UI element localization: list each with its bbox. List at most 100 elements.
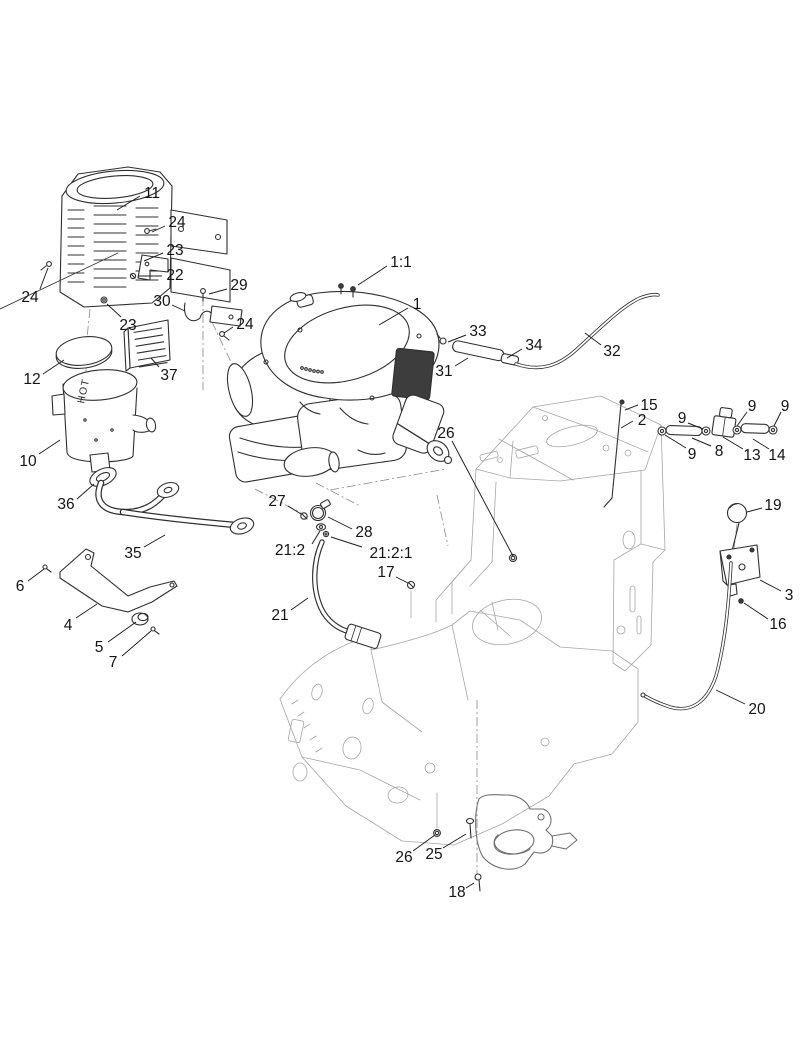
callout-leader-32: [584, 332, 602, 346]
callout-leader-1:1: [357, 265, 388, 286]
callout-label-2: 2: [638, 412, 647, 429]
exhaust-gasket-drawing: [89, 467, 117, 487]
callout-label-14: 14: [768, 447, 786, 464]
callout-leader-30: [171, 304, 186, 312]
muffler-drawing: HOT: [51, 369, 157, 473]
callout-label-24: 24: [168, 214, 186, 231]
callout-leader-26: [412, 834, 436, 852]
fuel-hose-drawing: [300, 499, 416, 649]
guard-bracket-drawing: [100, 254, 169, 304]
heat-shield-drawing: [123, 319, 171, 372]
callout-leader-17: [395, 576, 409, 584]
callout-leader-1: [378, 307, 409, 326]
callout-leader-14: [752, 438, 770, 450]
callout-label-1:1: 1:1: [390, 254, 412, 271]
callout-label-37: 37: [160, 367, 177, 384]
throttle-cable-drawing: [640, 561, 733, 711]
callout-leader-25: [442, 833, 467, 849]
control-rod-drawing: [603, 399, 625, 508]
callout-label-35: 35: [124, 545, 141, 562]
callout-leader-18: [465, 882, 475, 889]
callout-leader-29: [208, 288, 228, 295]
callout-label-13: 13: [743, 447, 760, 464]
callout-label-27: 27: [268, 493, 285, 510]
callout-label-19: 19: [764, 497, 781, 514]
callout-leader-5: [107, 621, 137, 643]
callout-label-23: 23: [119, 317, 136, 334]
callout-leader-28: [327, 516, 353, 530]
callout-label-26: 26: [395, 849, 412, 866]
callout-label-29: 29: [230, 277, 247, 294]
callout-label-12: 12: [23, 371, 40, 388]
callout-label-28: 28: [355, 524, 372, 541]
callout-leader-24: [223, 326, 234, 334]
callout-label-30: 30: [153, 293, 171, 310]
callout-leader-12: [42, 359, 65, 375]
callout-leader-9: [773, 411, 782, 427]
callout-leader-36: [76, 483, 95, 500]
callout-label-31: 31: [435, 363, 452, 380]
callout-label-17: 17: [377, 564, 394, 581]
muffler-bracket-drawing: [42, 548, 178, 635]
grille-screws-icon: [338, 283, 356, 298]
callout-leader-20: [715, 689, 746, 705]
callout-label-5: 5: [95, 639, 104, 656]
callout-label-33: 33: [469, 323, 486, 340]
fuel-line-drawing: [657, 407, 778, 438]
callout-leader-27: [287, 505, 302, 515]
choke-knob-drawing: [726, 502, 748, 524]
callout-leader-10: [38, 439, 61, 455]
callout-label-9: 9: [688, 446, 697, 463]
callout-leader-3: [759, 579, 782, 592]
callout-label-26: 26: [437, 425, 454, 442]
callout-leader-9: [736, 411, 748, 427]
callout-leader-33: [447, 334, 467, 343]
choke-cable-drawing: [436, 292, 660, 370]
guard-screw-icon: [40, 228, 230, 341]
callout-label-16: 16: [769, 616, 786, 633]
muffler-guard-drawing: [0, 166, 231, 310]
callout-leader-9: [664, 434, 687, 449]
assembly-centerlines: [85, 297, 738, 876]
mount-hardware-drawing: [433, 553, 518, 892]
engine-drawing: [226, 290, 453, 483]
callout-leader-23: [106, 303, 122, 318]
callout-leader-24: [151, 225, 166, 233]
callout-leader-21:2: [311, 530, 321, 545]
callout-leader-23: [143, 252, 164, 262]
callout-leader-34: [506, 348, 523, 359]
inlet-screen-drawing: [55, 336, 113, 369]
callout-leader-19: [746, 507, 763, 513]
callout-label-24: 24: [236, 316, 254, 333]
callout-leader-31: [454, 357, 469, 367]
callout-label-8: 8: [715, 443, 724, 460]
callout-label-4: 4: [64, 617, 73, 634]
callout-label-22: 22: [166, 267, 183, 284]
callout-label-6: 6: [16, 578, 25, 595]
callout-label-10: 10: [19, 453, 37, 470]
callout-leader-21: [290, 597, 309, 611]
callout-label-9: 9: [748, 398, 757, 415]
callout-leader-8: [691, 437, 712, 447]
callout-label-11: 11: [144, 185, 160, 202]
callout-label-18: 18: [448, 884, 465, 901]
callout-leader-2: [620, 420, 634, 429]
callout-leader-4: [75, 603, 98, 619]
callout-leader-37: [150, 357, 160, 368]
support-strap-drawing: [183, 302, 243, 327]
muffler-hot-label: HOT: [75, 378, 92, 405]
callout-label-32: 32: [603, 343, 620, 360]
callout-label-25: 25: [425, 846, 442, 863]
callout-leader-9: [687, 422, 704, 430]
chassis-frame-drawing: [279, 395, 666, 870]
callout-label-21: 21: [271, 607, 288, 624]
callout-leader-24: [39, 267, 49, 290]
callout-leader-7: [121, 630, 152, 657]
callout-label-7: 7: [109, 654, 118, 671]
callout-label-21:2: 21:2: [275, 542, 305, 559]
callout-leader-26: [451, 440, 514, 557]
callout-label-20: 20: [748, 701, 766, 718]
callout-label-21:2:1: 21:2:1: [369, 545, 412, 562]
